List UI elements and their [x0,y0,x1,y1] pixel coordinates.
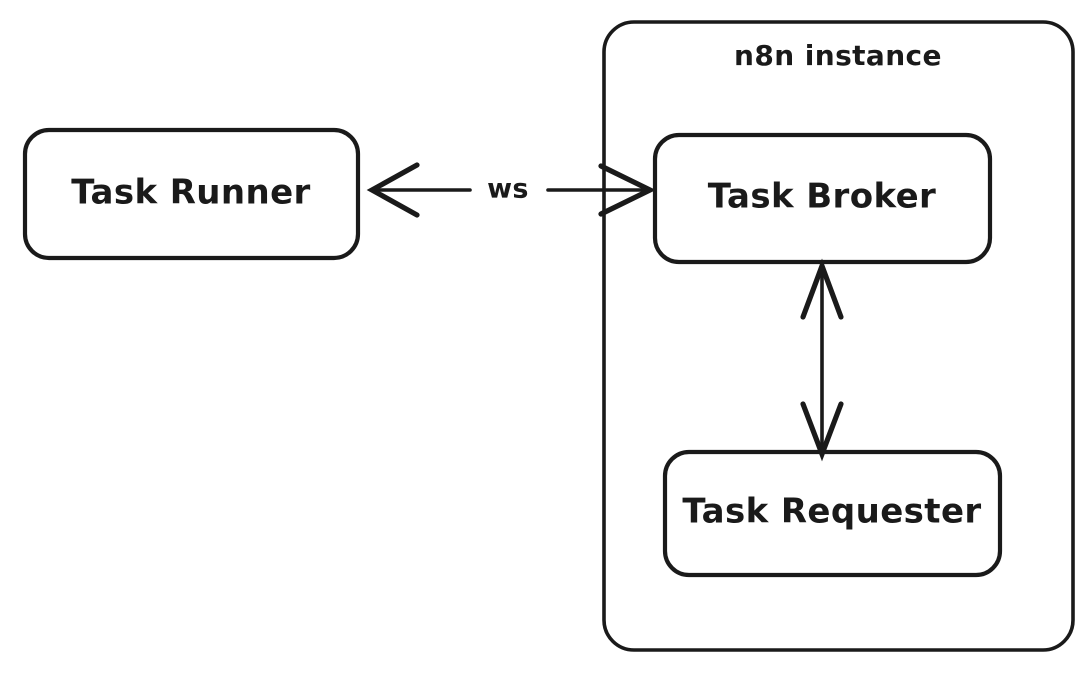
node-task-requester-label: Task Requester [682,492,981,532]
group-n8n-instance-label: n8n instance [734,39,942,72]
node-task-broker-label: Task Broker [708,177,936,217]
edge-broker-requester[interactable] [800,258,844,462]
node-task-requester[interactable]: Task Requester [662,449,1003,578]
edge-runner-broker[interactable]: ws [366,162,656,218]
node-task-requester-border [662,449,1003,578]
edge-broker-requester-arrowhead-top [800,258,844,320]
node-task-runner-border [22,127,361,261]
edge-runner-broker-label: ws [487,174,529,205]
edge-runner-broker-arrowhead-left [366,162,420,218]
node-task-runner[interactable]: Task Runner [22,127,361,261]
edge-broker-requester-arrowhead-bottom [800,401,844,462]
node-task-broker[interactable]: Task Broker [652,132,993,265]
node-task-runner-label: Task Runner [71,173,310,213]
edge-runner-broker-arrowhead-right [598,163,656,217]
